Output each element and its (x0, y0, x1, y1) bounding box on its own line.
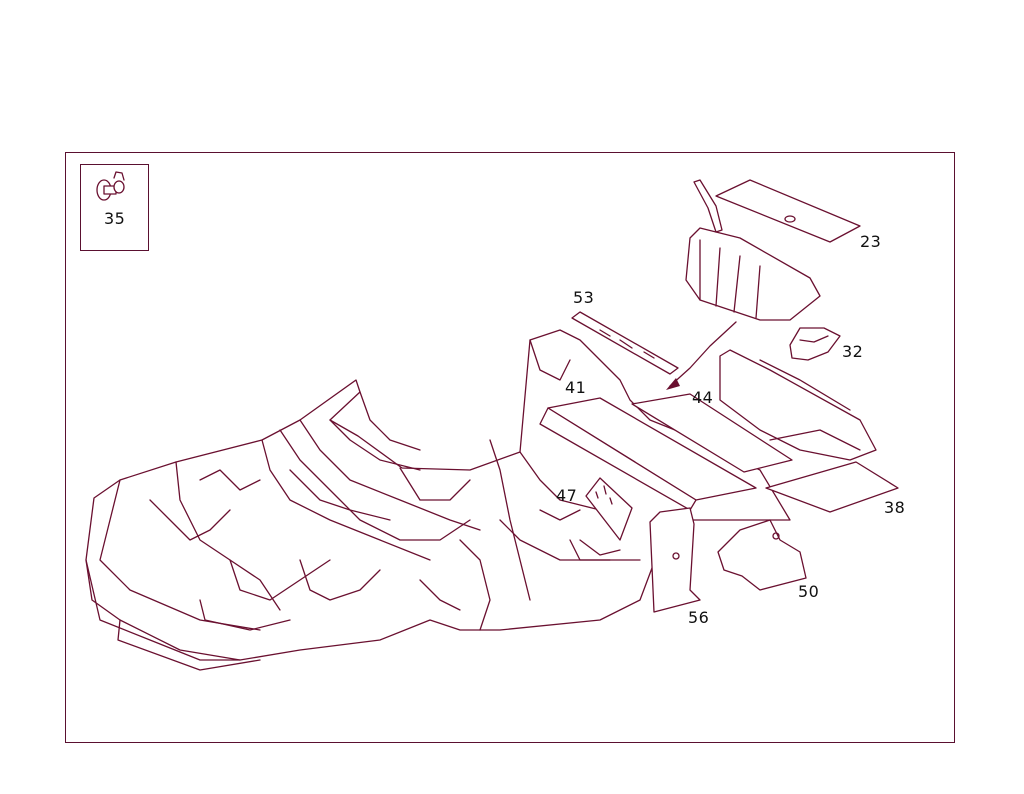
part-32-bracket (789, 327, 841, 361)
part-38-floor-mat (765, 461, 899, 513)
part-56-trim-panel (649, 507, 701, 613)
part-23-storage-tray (685, 179, 861, 321)
callout-38: 38 (884, 498, 906, 517)
part-50-wheel-arch-cover (717, 519, 807, 591)
callout-56: 56 (688, 608, 710, 627)
part-44-floor-mat (631, 393, 793, 473)
push-clip-part (96, 171, 125, 201)
rear-floor-section (719, 349, 877, 461)
part-47-side-panel (585, 477, 633, 541)
diagram-frame (65, 152, 955, 743)
callout-23: 23 (860, 232, 882, 251)
assembly-arrow (666, 321, 737, 390)
callout-53: 53 (573, 288, 595, 307)
part-41-floor-mat (539, 397, 757, 511)
part-53-trim-strip (571, 311, 679, 375)
callout-47: 47 (556, 486, 578, 505)
callout-41: 41 (565, 378, 587, 397)
callout-32: 32 (842, 342, 864, 361)
detail-inset-box (80, 164, 149, 251)
callout-44: 44 (692, 388, 714, 407)
car-body-shell (85, 329, 791, 671)
callout-35: 35 (104, 209, 126, 228)
callout-50: 50 (798, 582, 820, 601)
